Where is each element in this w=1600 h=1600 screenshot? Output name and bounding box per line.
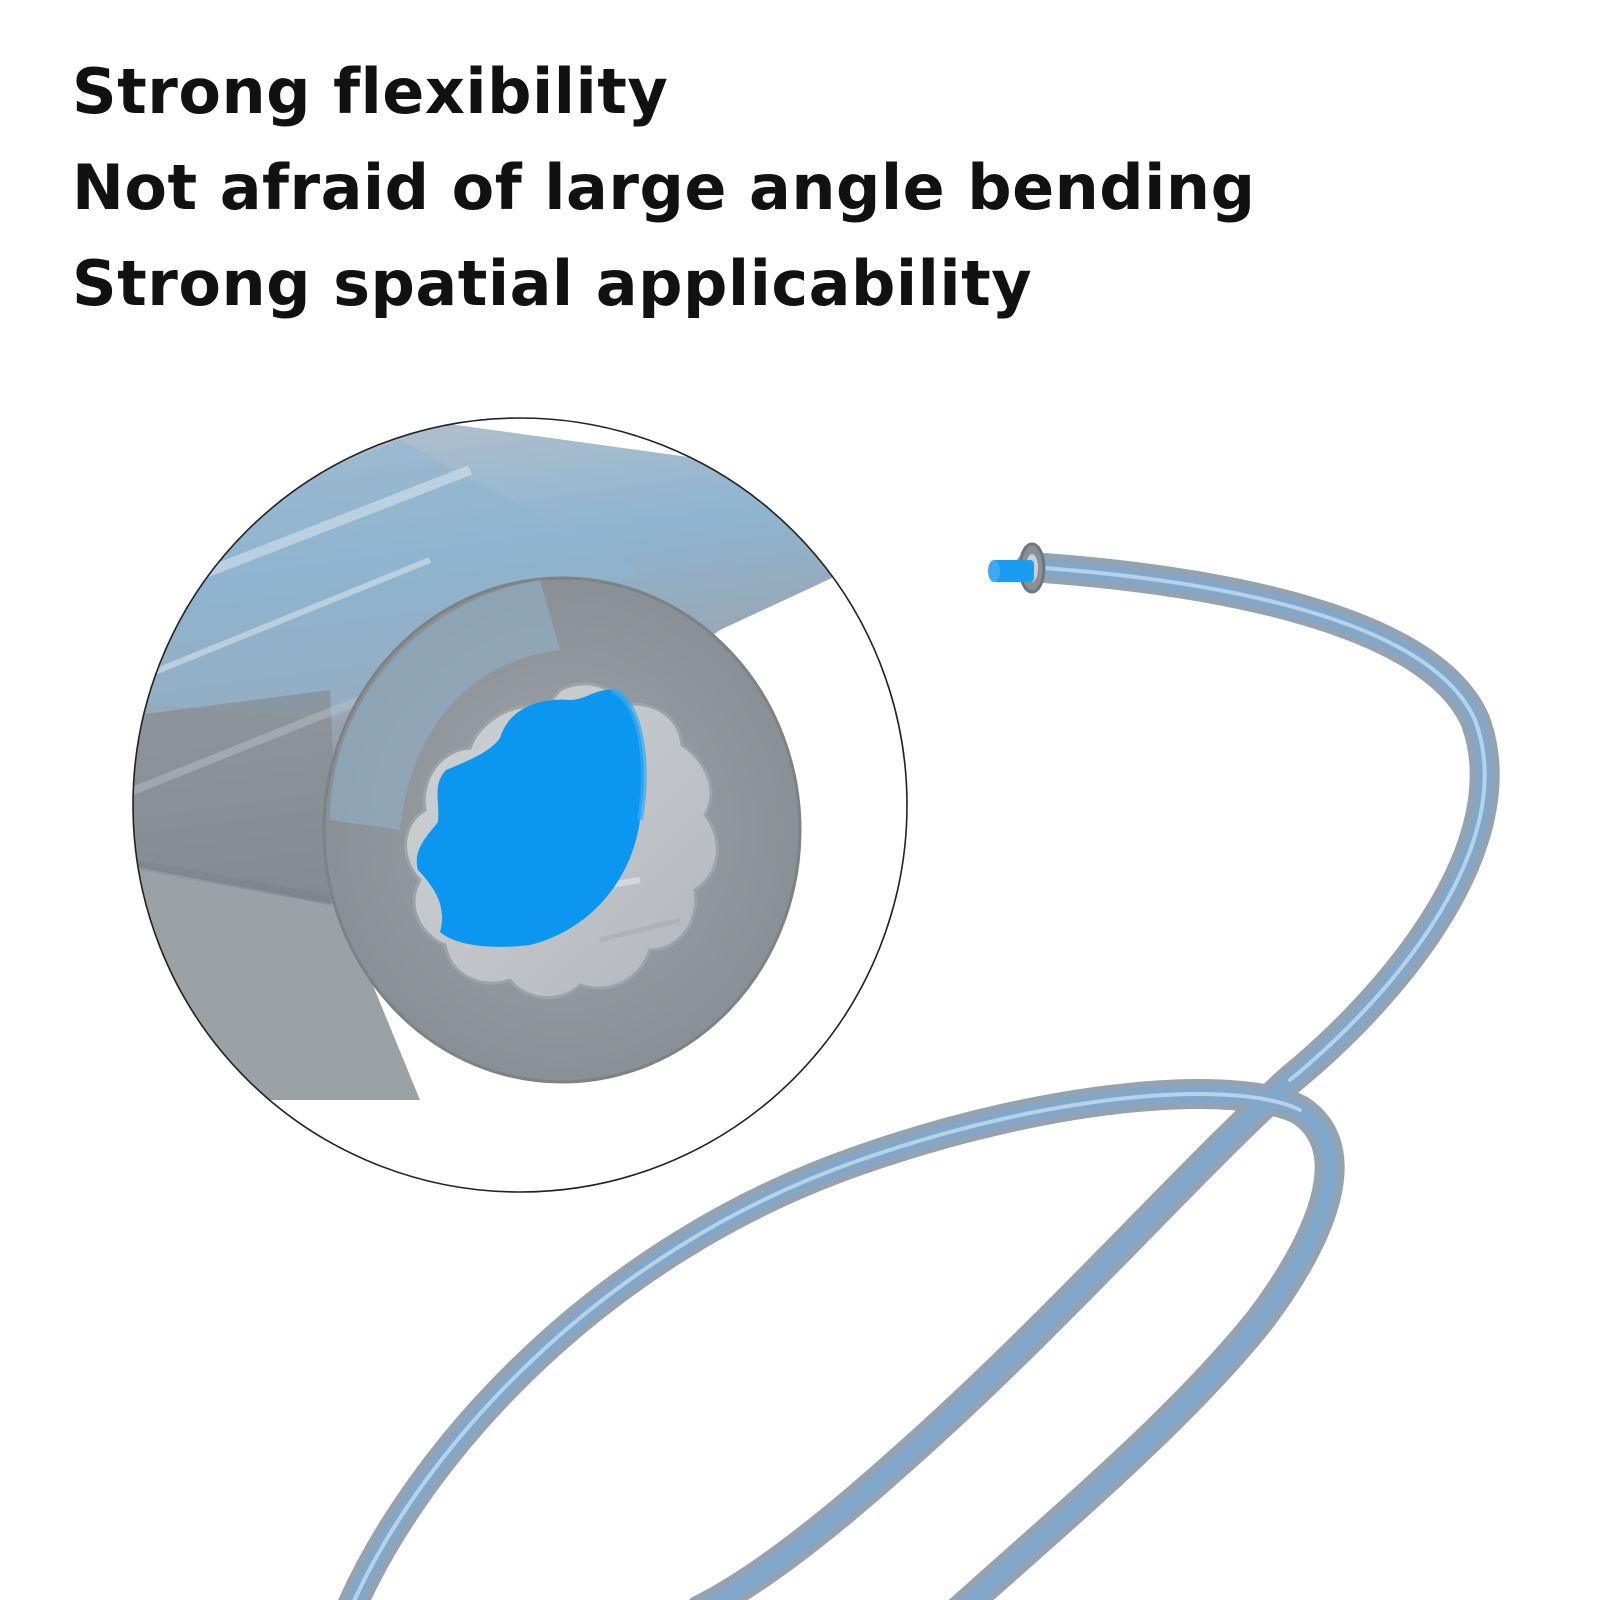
headline-strong-flexibility: Strong flexibility: [72, 55, 669, 128]
coiled-tube: [338, 552, 1500, 1600]
headline-large-angle-bending: Not afraid of large angle bending: [72, 151, 1256, 224]
headline-block: Strong flexibility Not afraid of large a…: [72, 44, 1472, 332]
tube-end: [988, 542, 1046, 594]
magnifier-circle-outline: [132, 417, 908, 1193]
magnified-cross-section: [133, 418, 907, 1192]
headline-spatial-applicability: Strong spatial applicability: [72, 247, 1033, 320]
blue-core-section: [416, 689, 644, 947]
